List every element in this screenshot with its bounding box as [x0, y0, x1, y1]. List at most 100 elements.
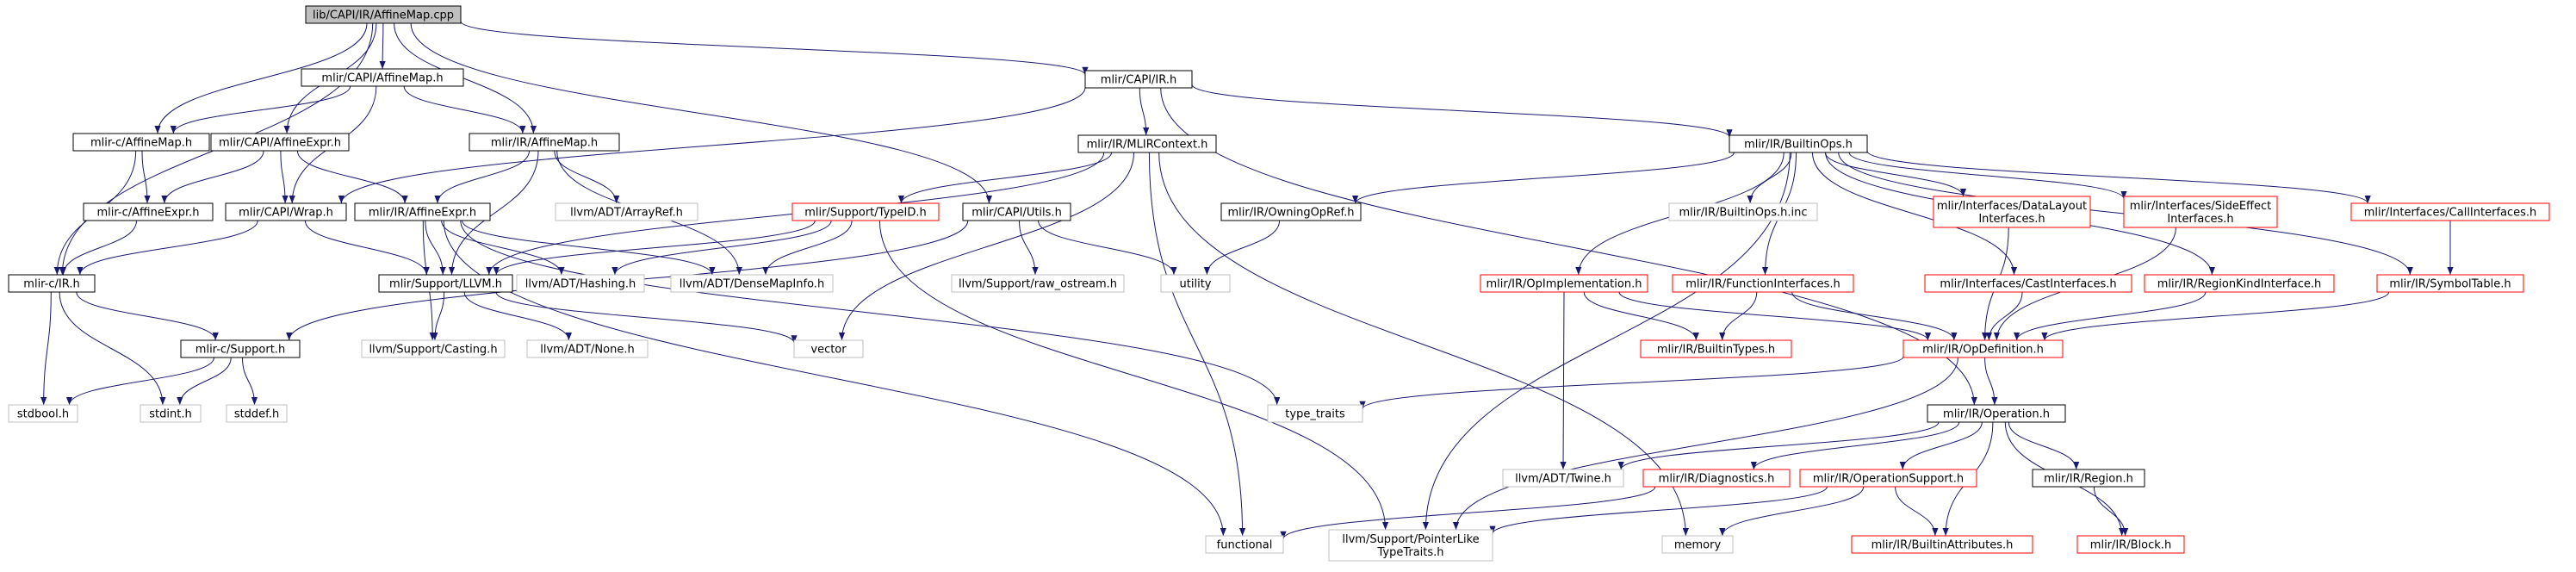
node-capi-ir-h[interactable]: mlir/CAPI/IR.h — [1084, 70, 1193, 89]
node-ir-affinemap-h[interactable]: mlir/IR/AffineMap.h — [469, 133, 620, 152]
edge-capi-ir-h-to-builtinops-h — [1191, 84, 1733, 138]
edge-c-support-h-to-stdint-h — [177, 357, 232, 406]
node-box — [140, 404, 202, 423]
node-raw-ostream-h[interactable]: llvm/Support/raw_ostream.h — [951, 274, 1125, 293]
node-stdint-h[interactable]: stdint.h — [140, 404, 202, 423]
node-label: mlir/IR/MLIRContext.h — [1087, 139, 1208, 152]
node-box — [1502, 469, 1624, 488]
node-callinterfaces-h[interactable]: mlir/Interfaces/CallInterfaces.h — [2350, 202, 2550, 221]
node-box — [1851, 535, 2033, 554]
node-region-h[interactable]: mlir/IR/Region.h — [2032, 469, 2145, 488]
node-root[interactable]: lib/CAPI/IR/AffineMap.cpp — [305, 5, 462, 24]
edge-mlircontext-h-to-memory — [1158, 152, 1689, 537]
node-label: mlir/IR/BuiltinOps.h.inc — [1679, 207, 1808, 220]
node-box — [2076, 535, 2185, 554]
node-capi-utils-h[interactable]: mlir/CAPI/Utils.h — [962, 202, 1071, 221]
node-stddef-h[interactable]: stddef.h — [226, 404, 288, 423]
node-capi-affinemap-h[interactable]: mlir/CAPI/AffineMap.h — [301, 68, 464, 87]
edge-capi-affinemap-h-to-c-affinemap-h — [170, 85, 351, 134]
node-opimplementation-h[interactable]: mlir/IR/OpImplementation.h — [1480, 274, 1648, 293]
node-utility[interactable]: utility — [1160, 274, 1231, 293]
node-label: mlir/IR/FunctionInterfaces.h — [1685, 278, 1840, 291]
node-c-affineexpr-h[interactable]: mlir-c/AffineExpr.h — [83, 202, 214, 221]
node-symboltable-h[interactable]: mlir/IR/SymbolTable.h — [2376, 274, 2524, 293]
node-label: mlir/IR/BuiltinTypes.h — [1657, 344, 1775, 357]
node-box — [1668, 202, 1818, 221]
node-block-h[interactable]: mlir/IR/Block.h — [2076, 535, 2185, 554]
node-functioninterfaces-h[interactable]: mlir/IR/FunctionInterfaces.h — [1672, 274, 1854, 293]
node-label: vector — [810, 344, 847, 357]
edge-owningopref-h-to-utility — [1203, 220, 1281, 276]
node-box — [2376, 274, 2524, 293]
node-casting-h[interactable]: llvm/Support/Casting.h — [361, 339, 506, 358]
node-diagnostics-h[interactable]: mlir/IR/Diagnostics.h — [1642, 469, 1791, 488]
node-ir-affineexpr-h[interactable]: mlir/IR/AffineExpr.h — [354, 202, 491, 221]
node-mlircontext-h[interactable]: mlir/IR/MLIRContext.h — [1077, 134, 1217, 153]
node-owningopref-h[interactable]: mlir/IR/OwningOpRef.h — [1220, 202, 1362, 221]
node-operation-h[interactable]: mlir/IR/Operation.h — [1927, 404, 2066, 423]
edge-ir-affinemap-h-to-arrayref-h — [554, 150, 620, 204]
node-densemapinfo-h[interactable]: llvm/ADT/DenseMapInfo.h — [670, 274, 834, 293]
node-memory[interactable]: memory — [1661, 535, 1734, 554]
edge-functioninterfaces-h-to-opdefinition-h — [1791, 291, 1958, 341]
edge-operation-h-to-twine-h — [1617, 421, 1940, 470]
node-functional[interactable]: functional — [1205, 535, 1284, 554]
node-label: type_traits — [1285, 408, 1345, 421]
node-builtinops-inc[interactable]: mlir/IR/BuiltinOps.h.inc — [1668, 202, 1818, 221]
node-builtintypes-h[interactable]: mlir/IR/BuiltinTypes.h — [1640, 339, 1792, 358]
node-opdefinition-h[interactable]: mlir/IR/OpDefinition.h — [1903, 339, 2064, 358]
node-typeid-h[interactable]: mlir/Support/TypeID.h — [791, 202, 940, 221]
node-label: mlir/Interfaces/SideEffect — [2130, 200, 2272, 213]
edge-typeid-h-to-pointerlike-h — [878, 220, 1389, 531]
node-label: mlir-c/AffineMap.h — [90, 137, 192, 150]
node-box — [1661, 535, 1734, 554]
node-arrayref-h[interactable]: llvm/ADT/ArrayRef.h — [555, 202, 698, 221]
node-box — [1084, 70, 1193, 89]
node-type-traits[interactable]: type_traits — [1267, 404, 1363, 423]
node-label: stdint.h — [149, 408, 191, 421]
node-box — [1205, 535, 1284, 554]
node-castinterfaces-h[interactable]: mlir/Interfaces/CastInterfaces.h — [1924, 274, 2132, 293]
edge-ir-affineexpr-h-to-type-traits — [460, 220, 1281, 406]
node-label: TypeTraits.h — [1376, 546, 1443, 559]
edge-capi-affineexpr-h-to-c-affineexpr-h — [161, 150, 264, 204]
node-label: Interfaces.h — [1978, 213, 2045, 226]
edge-operation-h-to-operationsupport-h — [1899, 421, 1983, 470]
node-regionkind-h[interactable]: mlir/IR/RegionKindInterface.h — [2144, 274, 2335, 293]
node-box — [354, 202, 491, 221]
node-box — [951, 274, 1125, 293]
node-stdbool-h[interactable]: stdbool.h — [8, 404, 78, 423]
node-box — [361, 339, 506, 358]
node-box — [1267, 404, 1363, 423]
node-c-ir-h[interactable]: mlir-c/IR.h — [8, 274, 96, 293]
edge-builtinops-h-to-builtinops-inc — [1747, 152, 1792, 204]
node-c-affinemap-h[interactable]: mlir-c/AffineMap.h — [72, 133, 210, 152]
node-capi-affineexpr-h[interactable]: mlir/CAPI/AffineExpr.h — [210, 133, 350, 152]
node-c-support-h[interactable]: mlir-c/Support.h — [180, 339, 301, 358]
edge-builtinops-h-to-datalayout-h — [1824, 152, 1967, 197]
node-builtinops-h[interactable]: mlir/IR/BuiltinOps.h — [1729, 134, 1868, 153]
node-box — [1903, 339, 2064, 358]
edge-opdefinition-h-to-type-traits — [1359, 356, 1904, 410]
edge-typeid-h-to-densemapinfo-h — [762, 220, 853, 276]
node-support-llvm-h[interactable]: mlir/Support/LLVM.h — [378, 274, 513, 293]
node-box — [1640, 339, 1792, 358]
edge-support-llvm-h-to-none-h — [463, 291, 572, 341]
node-none-h[interactable]: llvm/ADT/None.h — [526, 339, 649, 358]
node-hashing-h[interactable]: llvm/ADT/Hashing.h — [516, 274, 645, 293]
node-box — [469, 133, 620, 152]
edge-functioninterfaces-h-to-builtintypes-h — [1719, 291, 1758, 341]
edge-regionkind-h-to-opdefinition-h — [2014, 291, 2207, 341]
node-operationsupport-h[interactable]: mlir/IR/OperationSupport.h — [1799, 469, 1977, 488]
edge-c-ir-h-to-c-support-h — [76, 291, 219, 341]
node-twine-h[interactable]: llvm/ADT/Twine.h — [1502, 469, 1624, 488]
node-builtinattributes-h[interactable]: mlir/IR/BuiltinAttributes.h — [1851, 535, 2033, 554]
node-box — [1729, 134, 1868, 153]
edge-diagnostics-h-to-functional — [1280, 486, 1656, 539]
node-vector[interactable]: vector — [793, 339, 864, 358]
node-box — [962, 202, 1071, 221]
node-capi-wrap-h[interactable]: mlir/CAPI/Wrap.h — [225, 202, 347, 221]
